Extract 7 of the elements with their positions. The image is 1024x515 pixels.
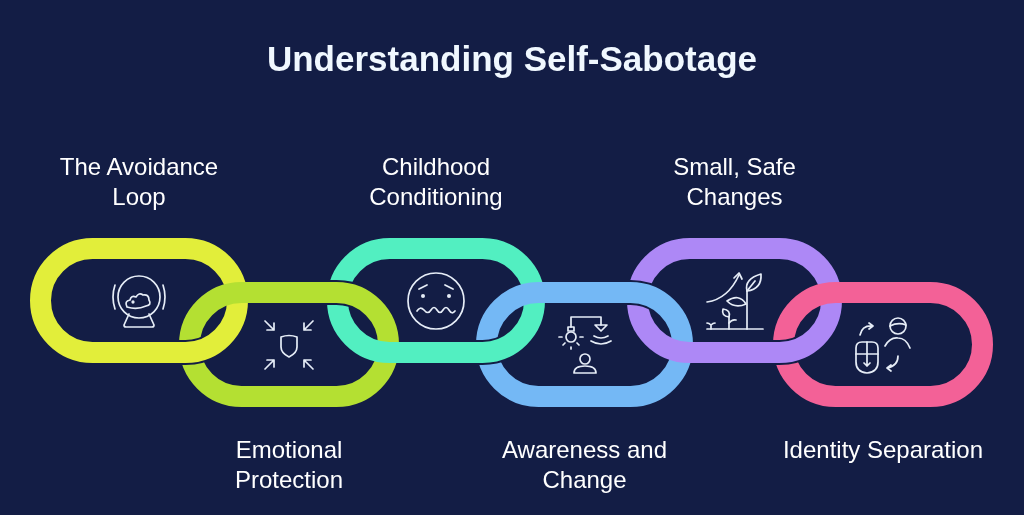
title: Understanding Self-Sabotage [266, 38, 758, 80]
link-label: Awareness and Change [501, 435, 668, 495]
link-label: Small, Safe Changes [672, 152, 797, 212]
link-label: Childhood Conditioning [368, 152, 504, 212]
link-label: The Avoidance Loop [58, 152, 220, 212]
link-label: Emotional Protection [233, 435, 345, 495]
link-label: Identity Separation [781, 435, 985, 465]
